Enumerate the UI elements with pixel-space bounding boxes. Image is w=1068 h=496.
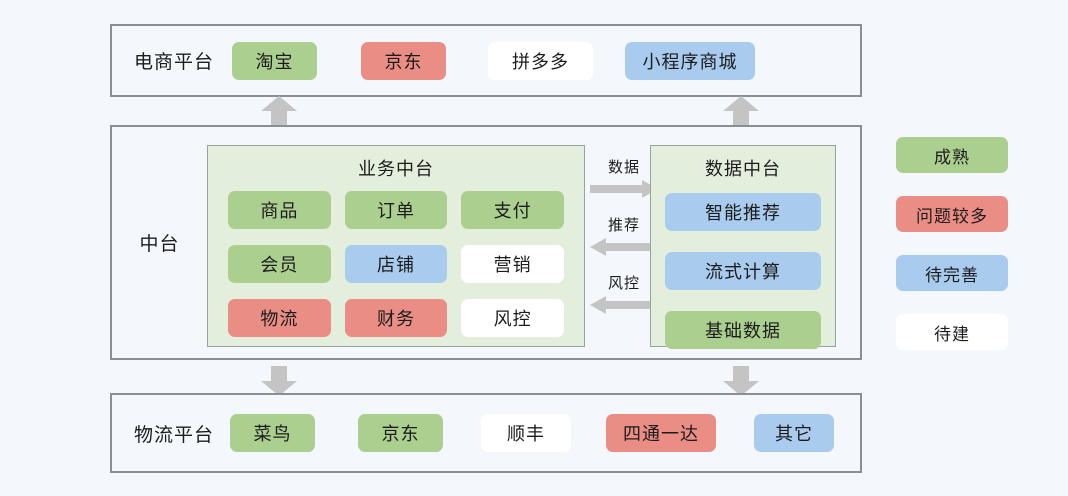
arrow-up-icon (723, 96, 759, 126)
arrow-left-icon (590, 296, 658, 314)
panel-business-middle-platform: 业务中台 商品 订单 支付 会员 店铺 营销 物流 财务 风控 (207, 145, 585, 347)
flow-data-label: 数据 (607, 159, 640, 176)
arrow-up-icon (261, 96, 297, 126)
panel-data-middle-platform: 数据中台 智能推荐 流式计算 基础数据 (650, 145, 836, 349)
tier-logistics-items: 菜鸟 京东 顺丰 四通一达 其它 (230, 414, 835, 452)
tier-middle-label: 中台 (139, 234, 180, 255)
chip-goods[interactable]: 商品 (228, 191, 331, 229)
chip-others[interactable]: 其它 (754, 414, 835, 452)
panel-business-title: 业务中台 (358, 159, 434, 179)
chip-risk-control[interactable]: 风控 (461, 299, 564, 337)
chip-sf-express[interactable]: 顺丰 (481, 414, 572, 452)
chip-sitongyida[interactable]: 四通一达 (606, 414, 717, 452)
connector-middle-to-ecommerce-right (723, 96, 759, 126)
chip-order[interactable]: 订单 (344, 191, 448, 229)
chip-member[interactable]: 会员 (228, 245, 331, 283)
flow-recommendation-label: 推荐 (607, 217, 640, 234)
legend-item-to-build: 待建 (896, 314, 1008, 350)
legend-item-to-improve: 待完善 (896, 255, 1008, 291)
chip-payment[interactable]: 支付 (461, 191, 564, 229)
chip-basic-data[interactable]: 基础数据 (665, 311, 821, 349)
arrow-down-icon (261, 366, 297, 396)
tier-logistics: 物流平台 菜鸟 京东 顺丰 四通一达 其它 (110, 393, 862, 473)
chip-logistics[interactable]: 物流 (228, 299, 331, 337)
flow-risk-control-label: 风控 (607, 275, 640, 292)
arrow-down-icon (723, 366, 759, 396)
tier-logistics-label: 物流平台 (134, 424, 215, 446)
panel-data-list: 智能推荐 流式计算 基础数据 (651, 193, 835, 349)
flow-data: 数据 (590, 160, 658, 198)
tier-ecommerce: 电商平台 淘宝 京东 拼多多 小程序商城 (110, 24, 862, 97)
legend-item-mature: 成熟 (896, 137, 1008, 173)
tier-ecommerce-label: 电商平台 (134, 52, 215, 73)
chip-stream-computing[interactable]: 流式计算 (665, 252, 821, 290)
chip-store[interactable]: 店铺 (344, 245, 448, 283)
tier-ecommerce-items: 淘宝 京东 拼多多 小程序商城 (232, 41, 756, 80)
tier-middle-label-wrap: 中台 (112, 127, 207, 358)
connector-middle-to-logistics-right (723, 366, 759, 396)
chip-jingdong[interactable]: 京东 (361, 41, 447, 80)
flow-recommendation: 推荐 (590, 218, 658, 256)
chip-taobao[interactable]: 淘宝 (232, 41, 318, 80)
chip-marketing[interactable]: 营销 (461, 245, 564, 283)
legend-item-many-issues: 问题较多 (896, 196, 1008, 232)
legend: 成熟 问题较多 待完善 待建 (896, 137, 1008, 350)
tier-middle-platform: 中台 业务中台 商品 订单 支付 会员 店铺 营销 物流 财务 风控 数据 (110, 125, 862, 360)
chip-pinduoduo[interactable]: 拼多多 (488, 41, 594, 80)
chip-finance[interactable]: 财务 (344, 299, 448, 337)
chip-jingdong-logistics[interactable]: 京东 (358, 414, 444, 452)
flow-risk-control: 风控 (590, 276, 658, 314)
arrow-left-icon (590, 238, 658, 256)
chip-smart-recommendation[interactable]: 智能推荐 (665, 193, 821, 231)
connector-middle-to-logistics-left (261, 366, 297, 396)
panel-business-grid: 商品 订单 支付 会员 店铺 营销 物流 财务 风控 (208, 191, 584, 337)
chip-cainiao[interactable]: 菜鸟 (230, 414, 316, 452)
arrow-right-icon (590, 180, 658, 198)
chip-miniprogram-mall[interactable]: 小程序商城 (625, 41, 756, 80)
panel-data-title: 数据中台 (705, 159, 781, 179)
connector-middle-to-ecommerce-left (261, 96, 297, 126)
